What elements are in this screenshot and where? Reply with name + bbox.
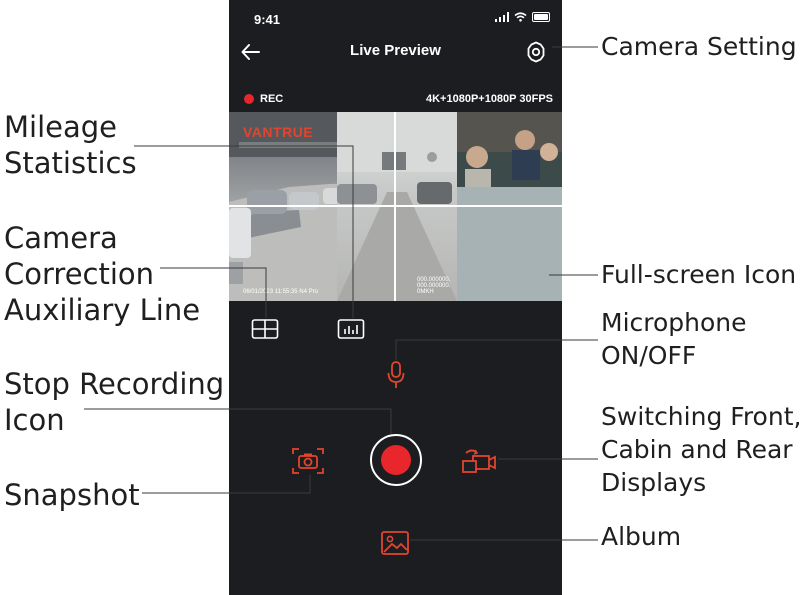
- mileage-statistics-button[interactable]: [337, 318, 365, 345]
- callout-text: Album: [601, 522, 682, 551]
- callout-text: Cabin and Rear: [601, 435, 793, 464]
- switch-camera-icon: [462, 449, 496, 473]
- callout-stop-recording: Stop Recording Icon: [4, 366, 224, 438]
- correction-auxiliary-lines: [229, 112, 562, 301]
- switch-display-button[interactable]: [461, 447, 497, 482]
- snapshot-button[interactable]: [291, 446, 325, 481]
- callout-text: Snapshot: [4, 478, 140, 512]
- resolution-label: 4K+1080P+1080P 30FPS: [425, 93, 553, 105]
- signal-icon: [494, 12, 509, 22]
- bar-chart-icon: [337, 319, 365, 339]
- image-icon: [381, 531, 409, 555]
- callout-text: Correction: [4, 257, 155, 291]
- callout-text: Auxiliary Line: [4, 293, 201, 327]
- phone-screen: 9:41 Live Preview REC 4K+1080P+1080P 30F…: [229, 0, 562, 595]
- callout-text: Mileage: [4, 110, 117, 144]
- battery-icon: [532, 12, 550, 22]
- rec-dot: [244, 94, 254, 104]
- gear-icon: [527, 41, 545, 63]
- callout-text: Camera Setting: [601, 32, 797, 61]
- camera-icon: [292, 448, 324, 474]
- camera-setting-button[interactable]: [524, 40, 548, 64]
- overlay-coords: 000.000000. 000.000000. 0MKH: [417, 277, 451, 295]
- callout-camera-correction: Camera Correction Auxiliary Line: [4, 220, 200, 328]
- callout-text: Stop Recording: [4, 367, 225, 401]
- page-title: Live Preview: [350, 42, 441, 59]
- back-arrow-icon: [241, 44, 260, 60]
- album-button[interactable]: [380, 530, 410, 561]
- brand-logo: VANTRUE: [243, 124, 314, 140]
- wifi-icon: [514, 12, 527, 22]
- callout-mileage-statistics: Mileage Statistics: [4, 109, 137, 181]
- stop-recording-button[interactable]: [370, 434, 422, 486]
- callout-album: Album: [601, 520, 681, 553]
- callout-microphone: Microphone ON/OFF: [601, 306, 747, 372]
- callout-text: Icon: [4, 403, 65, 437]
- record-indicator: [381, 445, 411, 475]
- callout-text: Full-screen Icon: [601, 260, 797, 289]
- grid-icon: [251, 319, 279, 339]
- callout-text: ON/OFF: [601, 341, 697, 370]
- callout-text: Microphone: [601, 308, 747, 337]
- auxiliary-line-button[interactable]: [251, 318, 279, 345]
- status-icons: [494, 12, 550, 22]
- microphone-icon: [387, 361, 405, 388]
- microphone-toggle[interactable]: [386, 360, 406, 395]
- garage-scene: [337, 112, 457, 301]
- rec-indicator: REC: [244, 93, 283, 105]
- callout-text: Camera: [4, 221, 118, 255]
- callout-camera-setting: Camera Setting: [601, 30, 797, 63]
- callout-text: Statistics: [4, 146, 137, 180]
- rec-label: REC: [260, 93, 284, 105]
- callout-text: Displays: [601, 468, 707, 497]
- live-preview-video[interactable]: VANTRUE 06/01/2023 11:55:35 N4 Pro 000.0…: [229, 112, 562, 301]
- callout-switching: Switching Front, Cabin and Rear Displays: [601, 400, 801, 499]
- callout-fullscreen-icon: Full-screen Icon: [601, 258, 796, 291]
- status-time: 9:41: [254, 12, 281, 27]
- back-button[interactable]: [239, 40, 263, 64]
- callout-text: Switching Front,: [601, 402, 802, 431]
- callout-snapshot: Snapshot: [4, 477, 140, 513]
